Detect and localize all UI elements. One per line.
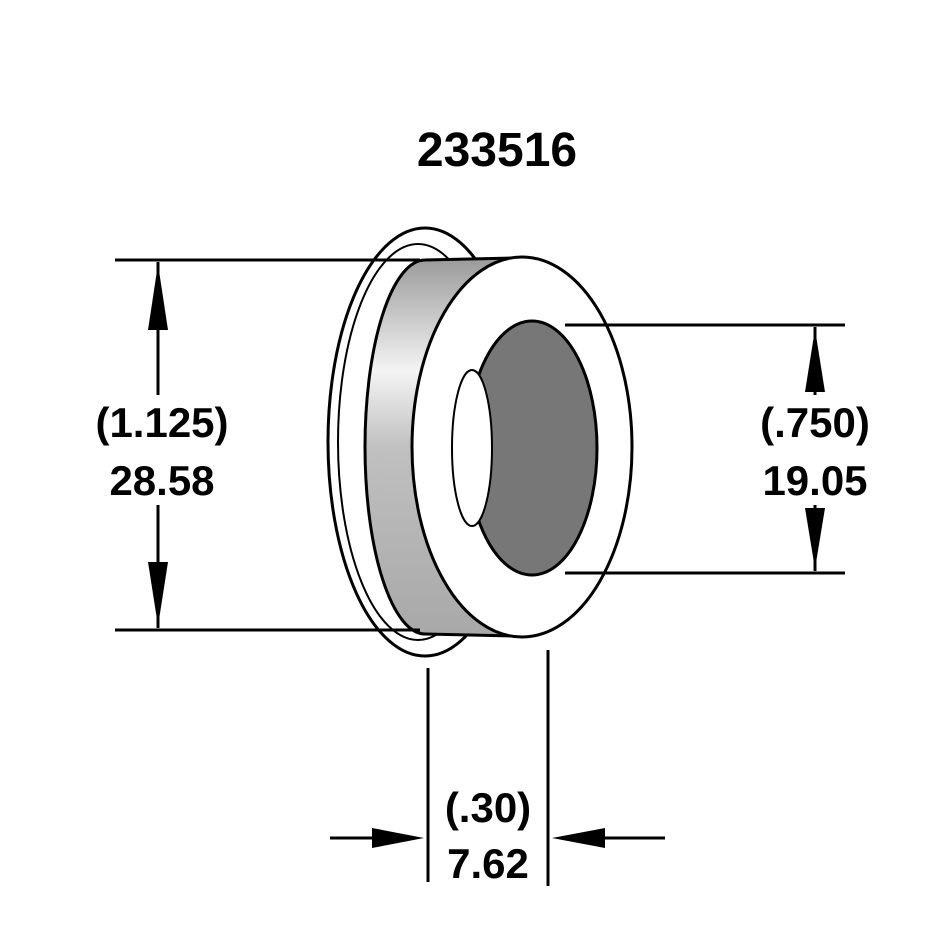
arrow-down-icon <box>805 508 825 569</box>
thickness-inches: (.30) <box>445 784 531 831</box>
arrow-down-icon <box>148 562 168 626</box>
arrow-right-icon <box>372 828 424 848</box>
outer-diameter-dimension: (1.125) 28.58 <box>95 258 420 632</box>
inner-diameter-dimension: (.750) 19.05 <box>565 323 870 575</box>
bore-highlight <box>451 369 493 527</box>
thickness-dimension: (.30) 7.62 <box>330 650 665 887</box>
arrow-up-icon <box>148 264 168 330</box>
inner-diameter-mm: 19.05 <box>762 457 867 504</box>
part-number-title: 233516 <box>417 124 577 177</box>
washer-drawing <box>326 226 634 658</box>
arrow-up-icon <box>805 329 825 392</box>
thickness-mm: 7.62 <box>447 840 529 887</box>
outer-diameter-inches: (1.125) <box>95 399 228 446</box>
outer-diameter-mm: 28.58 <box>109 457 214 504</box>
arrow-left-icon <box>552 828 605 848</box>
inner-diameter-inches: (.750) <box>760 399 870 446</box>
